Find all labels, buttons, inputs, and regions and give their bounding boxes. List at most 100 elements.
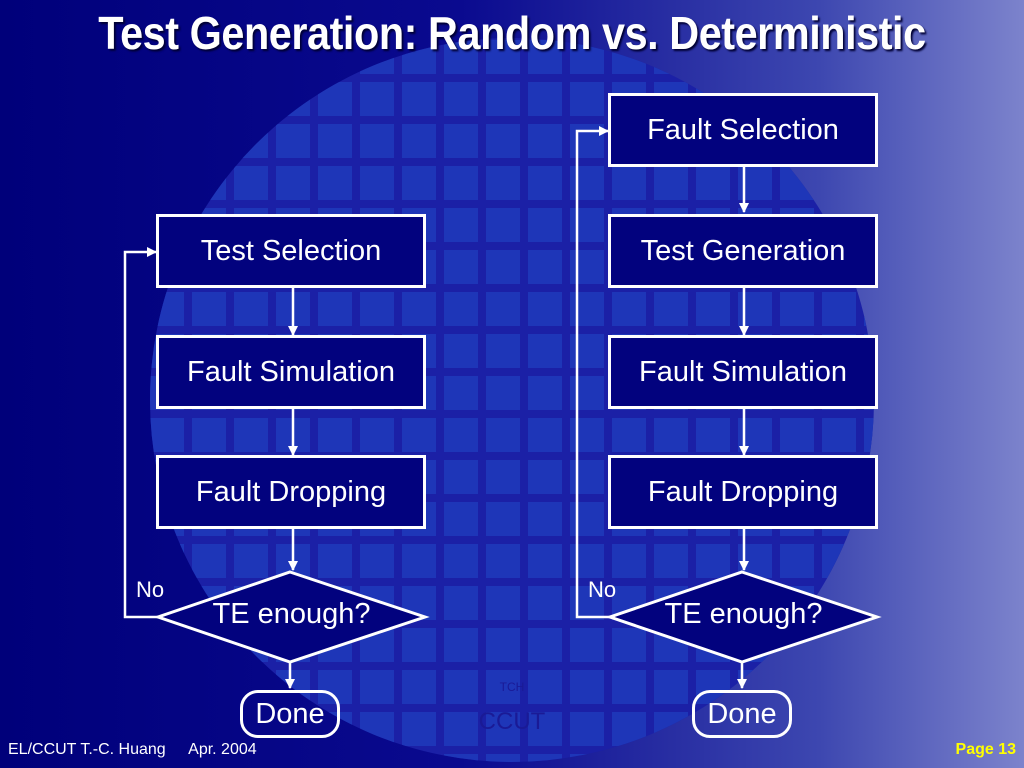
background-tile	[360, 418, 394, 452]
background-tile	[528, 208, 562, 242]
background-tile	[402, 82, 436, 116]
background-tile	[444, 502, 478, 536]
done-terminal-right: Done	[692, 690, 792, 738]
background-tile	[402, 544, 436, 578]
background-tile	[612, 670, 646, 704]
background-tile	[360, 670, 394, 704]
background-tile	[444, 250, 478, 284]
footer-date: Apr. 2004	[188, 741, 257, 758]
background-tile	[234, 418, 268, 452]
background-tile	[402, 418, 436, 452]
background-tile	[402, 712, 436, 746]
background-tile	[444, 334, 478, 368]
background-tile	[570, 460, 604, 494]
background-tile	[528, 124, 562, 158]
background-tile	[444, 460, 478, 494]
background-tile	[528, 250, 562, 284]
background-tile	[612, 628, 646, 662]
background-tile	[528, 502, 562, 536]
background-tile	[486, 166, 520, 200]
background-tile	[528, 166, 562, 200]
background-tile	[402, 292, 436, 326]
background-tile	[780, 418, 814, 452]
background-tile	[570, 628, 604, 662]
background-tile	[402, 124, 436, 158]
background-tile	[486, 250, 520, 284]
background-tile	[486, 208, 520, 242]
background-tile	[486, 754, 520, 762]
done-label-left: Done	[255, 697, 325, 730]
background-tile	[318, 124, 352, 158]
fault-simulation-box-left: Fault Simulation	[156, 335, 426, 409]
background-tile	[234, 292, 268, 326]
background-tile	[234, 544, 268, 578]
background-tile	[444, 166, 478, 200]
background-tile	[402, 670, 436, 704]
background-tile	[570, 376, 604, 410]
footer-author: EL/CCUT T.-C. Huang	[8, 741, 166, 758]
background-tile	[360, 82, 394, 116]
background-tile	[528, 376, 562, 410]
background-tile	[528, 754, 562, 762]
background-tile	[570, 502, 604, 536]
background-tile	[402, 628, 436, 662]
background-tile	[444, 208, 478, 242]
page-number: Page 13	[955, 741, 1016, 758]
test-selection-box: Test Selection	[156, 214, 426, 288]
background-tile	[696, 544, 730, 578]
background-tile	[528, 628, 562, 662]
loop-no-left	[123, 247, 158, 619]
fault-dropping-box-right: Fault Dropping	[608, 455, 878, 529]
test-selection-label: Test Selection	[200, 234, 382, 267]
background-tile	[822, 418, 856, 452]
fault-dropping-label-right: Fault Dropping	[647, 475, 839, 508]
decision-label-right: TE enough?	[664, 598, 823, 630]
background-tile	[612, 292, 646, 326]
no-label-right: No	[588, 577, 617, 602]
background-tile	[486, 460, 520, 494]
background-tile	[486, 124, 520, 158]
background-tile	[654, 166, 688, 200]
background-tile	[528, 712, 562, 746]
footer-left: EL/CCUT T.-C. Huang Apr. 2004	[8, 741, 257, 759]
background-tile	[654, 670, 688, 704]
watermark-tch: TCH	[499, 680, 525, 694]
background-tile	[444, 586, 478, 620]
background-tile	[654, 292, 688, 326]
background-tile	[486, 292, 520, 326]
background-tile	[528, 334, 562, 368]
background-tile	[570, 166, 604, 200]
background-tile	[360, 166, 394, 200]
background-tile	[528, 292, 562, 326]
background-tile	[486, 82, 520, 116]
background-tile	[486, 628, 520, 662]
background-tile	[276, 124, 310, 158]
background-tile	[276, 166, 310, 200]
background-tile	[696, 292, 730, 326]
decision-label-left: TE enough?	[212, 598, 371, 630]
background-tile	[528, 418, 562, 452]
background-tile	[654, 418, 688, 452]
background-tile	[318, 544, 352, 578]
background-tile	[150, 418, 184, 452]
loop-no-right	[575, 126, 610, 619]
background-tile	[654, 544, 688, 578]
background-tile	[570, 82, 604, 116]
background-tile	[528, 82, 562, 116]
background-tile	[528, 670, 562, 704]
background-tile	[444, 544, 478, 578]
background-tile	[444, 124, 478, 158]
background-tile	[570, 292, 604, 326]
background-tile	[528, 460, 562, 494]
background-tile	[780, 544, 814, 578]
watermark-ccut: CCUT	[478, 708, 546, 735]
background-tile	[234, 166, 268, 200]
background-tile	[360, 124, 394, 158]
background-tile	[864, 418, 874, 452]
background-tile	[486, 544, 520, 578]
background-tile	[822, 292, 856, 326]
background-tile	[612, 418, 646, 452]
done-terminal-left: Done	[240, 690, 340, 738]
background-tile	[444, 376, 478, 410]
